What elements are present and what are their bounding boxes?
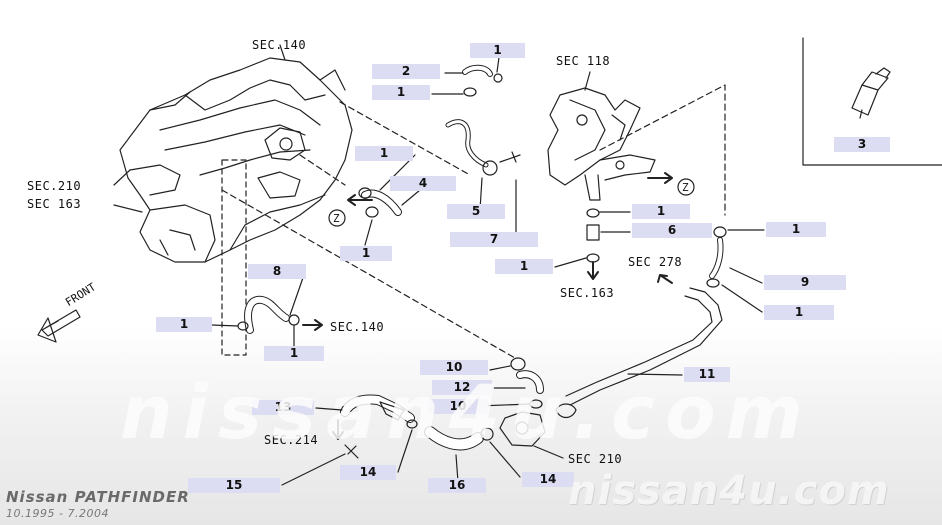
- watermark-bottom-right: nissan4u.com: [568, 468, 890, 514]
- watermark-center: nissan4u.com: [120, 370, 813, 456]
- sec-210-bottom: SEC 210: [568, 452, 623, 466]
- sec-163-mid: SEC.163: [560, 286, 615, 300]
- callout-6[interactable]: 6: [632, 223, 712, 238]
- callout-16[interactable]: 16: [428, 478, 486, 493]
- callout-1[interactable]: 1: [764, 305, 834, 320]
- callout-7[interactable]: 7: [450, 232, 538, 247]
- callout-1[interactable]: 1: [340, 246, 392, 261]
- callout-14[interactable]: 14: [522, 472, 574, 487]
- callout-12[interactable]: 12: [432, 380, 492, 395]
- z-marker-right: Z: [682, 181, 689, 194]
- dashed-group-box: [221, 159, 247, 356]
- sec-163-left: SEC 163: [27, 197, 82, 211]
- callout-8[interactable]: 8: [248, 264, 306, 279]
- sec-214: SEC.214: [264, 433, 319, 447]
- z-marker-left: Z: [333, 212, 340, 225]
- callout-10[interactable]: 10: [420, 360, 488, 375]
- callout-3[interactable]: 3: [834, 137, 890, 152]
- callout-1[interactable]: 1: [355, 146, 413, 161]
- vehicle-model: Nissan PATHFINDER: [6, 488, 190, 506]
- callout-1[interactable]: 1: [495, 259, 553, 274]
- callout-1[interactable]: 1: [470, 43, 525, 58]
- callout-1[interactable]: 1: [766, 222, 826, 237]
- vehicle-years: 10.1995 - 7.2004: [6, 507, 109, 520]
- callout-11[interactable]: 11: [684, 367, 730, 382]
- callout-1[interactable]: 1: [264, 346, 324, 361]
- engine-illustration: [119, 57, 353, 263]
- callout-5[interactable]: 5: [447, 204, 505, 219]
- callout-1[interactable]: 1: [156, 317, 212, 332]
- callout-15[interactable]: 15: [188, 478, 280, 493]
- callout-2[interactable]: 2: [372, 64, 440, 79]
- callout-10[interactable]: 10: [428, 399, 488, 414]
- sec-140-top: SEC.140: [252, 38, 307, 52]
- callout-13[interactable]: 13: [252, 400, 314, 415]
- sec-278: SEC 278: [628, 255, 683, 269]
- callout-1[interactable]: 1: [632, 204, 690, 219]
- callout-14[interactable]: 14: [340, 465, 396, 480]
- callout-4[interactable]: 4: [390, 176, 456, 191]
- sec-210-left: SEC.210: [27, 179, 82, 193]
- callout-1[interactable]: 1: [372, 85, 430, 100]
- sec-140-mid: SEC.140: [330, 320, 385, 334]
- sec-118: SEC 118: [556, 54, 611, 68]
- callout-9[interactable]: 9: [764, 275, 846, 290]
- tube-illustration: [851, 67, 891, 116]
- water-outlet-illustration: [547, 87, 656, 201]
